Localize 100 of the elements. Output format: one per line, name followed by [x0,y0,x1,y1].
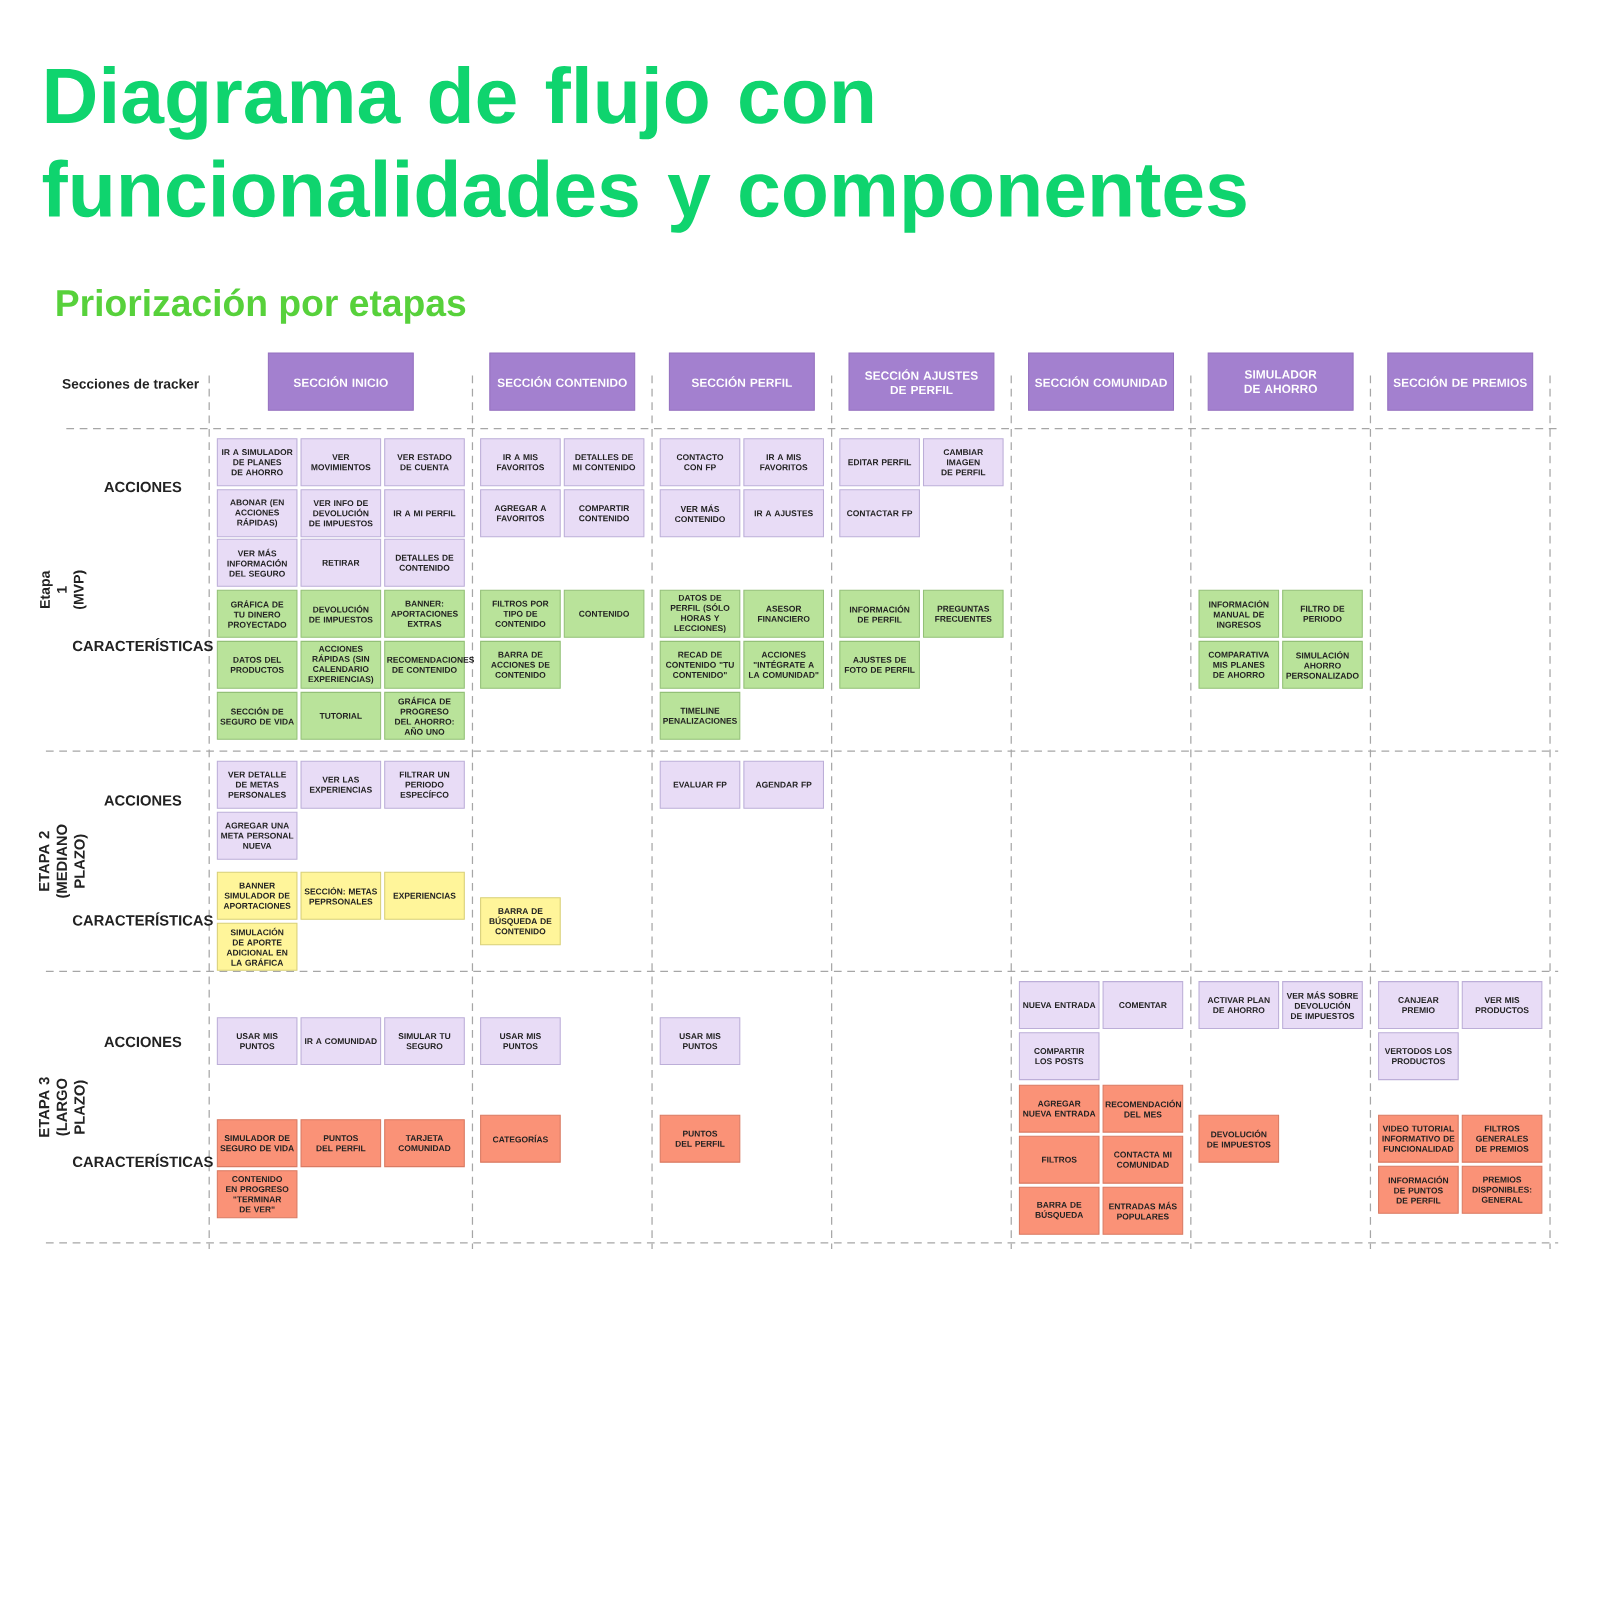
sticky-note: SIMULACIÓN DE APORTE ADICIONAL EN LA GRÁFICA [216,922,298,971]
sticky-note: VER MÁS INFORMACIÓN DEL SEGURO [216,538,298,587]
sticky-note: VER MIS PRODUCTOS [1461,981,1543,1030]
sticky-note: EXPERIENCIAS [384,871,465,920]
sticky-note: CATEGORÍAS [480,1114,561,1163]
sticky-note: VERTODOS LOS PRODUCTOS [1378,1032,1459,1081]
sticky-note: AGENDAR FP [743,760,824,809]
sticky-note: CONTENIDO [563,589,645,638]
sticky-note: AGREGAR UNA META PERSONAL NUEVA [216,811,298,860]
sticky-note: SIMULAR TU SEGURO [384,1017,465,1066]
sticky-note: USAR MIS PUNTOS [480,1017,561,1066]
sticky-note: GRÁFICA DE TU DINERO PROYECTADO [216,589,298,638]
sticky-note: AJUSTES DE FOTO DE PERFIL [839,640,920,689]
sticky-note: VER ESTADO DE CUENTA [384,438,465,487]
sticky-note: ACCIONES RÁPIDAS (SIN CALENDARIO EXPERIENCIAS) [300,640,382,689]
sticky-note: VER DETALLE DE METAS PERSONALES [216,760,298,809]
sticky-note: INFORMACIÓN DE PUNTOS DE PERFIL [1378,1165,1459,1214]
row-label: ACCIONES [104,481,182,493]
sticky-note: ACCIONES "INTÉGRATE A LA COMUNIDAD" [743,640,824,689]
section-header: SECCIÓN INICIO [267,352,414,411]
subtitle: Priorización por etapas [57,288,466,324]
sticky-note: RETIRAR [300,538,382,587]
sticky-note: TIMELINE PENALIZACIONES [659,691,741,740]
sticky-note: AGREGAR NUEVA ENTRADA [1018,1084,1100,1133]
sticky-note: DATOS DEL PRODUCTOS [216,640,298,689]
stage-label: ETAPA 2 (MEDIANO PLAZO) [38,824,88,898]
sticky-note: IR A COMUNIDAD [300,1017,382,1066]
row-label: CARACTERÍSTICAS [72,1153,213,1168]
section-header: SIMULADOR DE AHORRO [1207,352,1354,411]
sticky-note: COMPARTIR LOS POSTS [1018,1032,1100,1081]
sticky-note: DETALLES DE MI CONTENIDO [563,438,645,487]
section-header: SECCIÓN AJUSTES DE PERFIL [848,352,995,411]
sticky-note: CONTACTA MI COMUNIDAD [1102,1135,1184,1184]
sticky-note: COMPARTIR CONTENIDO [563,489,645,538]
sticky-note: IR A MIS FAVORITOS [743,438,824,487]
sticky-note: DEVOLUCIÓN DE IMPUESTOS [300,589,382,638]
sticky-note: FILTROS GENERALES DE PREMIOS [1461,1114,1543,1163]
sticky-note: TUTORIAL [300,691,382,740]
sticky-note: BANNER: APORTACIONES EXTRAS [384,589,465,638]
sticky-note: INFORMACIÓN DE PERFIL [839,589,920,638]
section-header: SECCIÓN CONTENIDO [489,352,636,411]
sticky-note: IR A AJUSTES [743,489,824,538]
sticky-note: FILTRO DE PERIODO [1282,589,1363,638]
sticky-note: NUEVA ENTRADA [1018,981,1100,1030]
sticky-note: IR A SIMULADOR DE PLANES DE AHORRO [216,438,298,487]
sticky-note: DEVOLUCIÓN DE IMPUESTOS [1198,1114,1280,1163]
sticky-note: DATOS DE PERFIL (SÓLO HORAS Y LECCIONES) [659,589,741,638]
stage-label: ETAPA 3 (LARGO PLAZO) [38,1077,88,1137]
sticky-note: TARJETA COMUNIDAD [384,1119,465,1168]
section-header: SECCIÓN PERFIL [668,352,815,411]
sticky-note: SIMULADOR DE SEGURO DE VIDA [216,1119,298,1168]
stage-label: Etapa 1 (MVP) [40,570,87,609]
sticky-note: ENTRADAS MÁS POPULARES [1102,1186,1184,1235]
sticky-note: BARRA DE BÚSQUEDA [1018,1186,1100,1235]
sticky-note: USAR MIS PUNTOS [659,1017,741,1066]
sticky-note: SIMULACIÓN AHORRO PERSONALIZADO [1282,640,1363,689]
sticky-note: ACTIVAR PLAN DE AHORRO [1198,981,1280,1030]
sticky-note: VER LAS EXPERIENCIAS [300,760,382,809]
sticky-note: PREMIOS DISPONIBLES: GENERAL [1461,1165,1543,1214]
sticky-note: SECCIÓN: METAS PEPRSONALES [300,871,382,920]
sticky-note: RECOMENDACIÓN DEL MES [1102,1084,1184,1133]
sticky-note: EDITAR PERFIL [839,438,920,487]
sticky-note: PUNTOS DEL PERFIL [659,1114,741,1163]
sticky-note: USAR MIS PUNTOS [216,1017,298,1066]
sticky-note: VER MOVIMIENTOS [300,438,382,487]
sticky-note: COMENTAR [1102,981,1184,1030]
sticky-note: IR A MIS FAVORITOS [480,438,561,487]
sticky-note: FILTRAR UN PERIODO ESPECÍFCO [384,760,465,809]
sticky-note: VIDEO TUTORIAL INFORMATIVO DE FUNCIONALIDAD [1378,1114,1459,1163]
sticky-note: CAMBIAR IMAGEN DE PERFIL [922,438,1004,487]
row-label: ACCIONES [104,1036,182,1048]
sticky-note: VER MÁS CONTENIDO [659,489,741,538]
sticky-note: ASESOR FINANCIERO [743,589,824,638]
section-header: SECCIÓN DE PREMIOS [1387,352,1534,411]
sticky-note: AGREGAR A FAVORITOS [480,489,561,538]
sticky-note: FILTROS [1018,1135,1100,1184]
sticky-note: VER INFO DE DEVOLUCIÓN DE IMPUESTOS [300,489,382,538]
sticky-note: CONTACTAR FP [839,489,920,538]
sticky-note: RECAD DE CONTENIDO "TU CONTENIDO" [659,640,741,689]
sticky-note: FILTROS POR TIPO DE CONTENIDO [480,589,561,638]
title: Diagrama de flujo con funcionalidades y componentes [42,66,1246,233]
sticky-note: SECCIÓN DE SEGURO DE VIDA [216,691,298,740]
sticky-note: CONTENIDO EN PROGRESO "TERMINAR DE VER" [216,1170,298,1219]
sticky-note: BARRA DE BÚSQUEDA DE CONTENIDO [480,897,561,946]
sticky-note: IR A MI PERFIL [384,489,465,538]
sticky-note: DETALLES DE CONTENIDO [384,538,465,587]
sticky-note: CANJEAR PREMIO [1378,981,1459,1030]
sticky-note: EVALUAR FP [659,760,741,809]
sticky-note: PREGUNTAS FRECUENTES [922,589,1004,638]
row-label: CARACTERÍSTICAS [72,637,213,652]
row-label: ACCIONES [104,795,182,806]
sticky-note: BANNER SIMULADOR DE APORTACIONES [216,871,298,920]
sticky-note: BARRA DE ACCIONES DE CONTENIDO [480,640,561,689]
row-label: Secciones de tracker [62,378,199,389]
section-header: SECCIÓN COMUNIDAD [1028,352,1174,411]
sticky-note: ABONAR (EN ACCIONES RÁPIDAS) [216,489,298,538]
sticky-note: PUNTOS DEL PERFIL [300,1119,382,1168]
row-label: CARACTERÍSTICAS [72,912,213,926]
sticky-note: CONTACTO CON FP [659,438,741,487]
sticky-note: COMPARATIVA MIS PLANES DE AHORRO [1198,640,1280,689]
